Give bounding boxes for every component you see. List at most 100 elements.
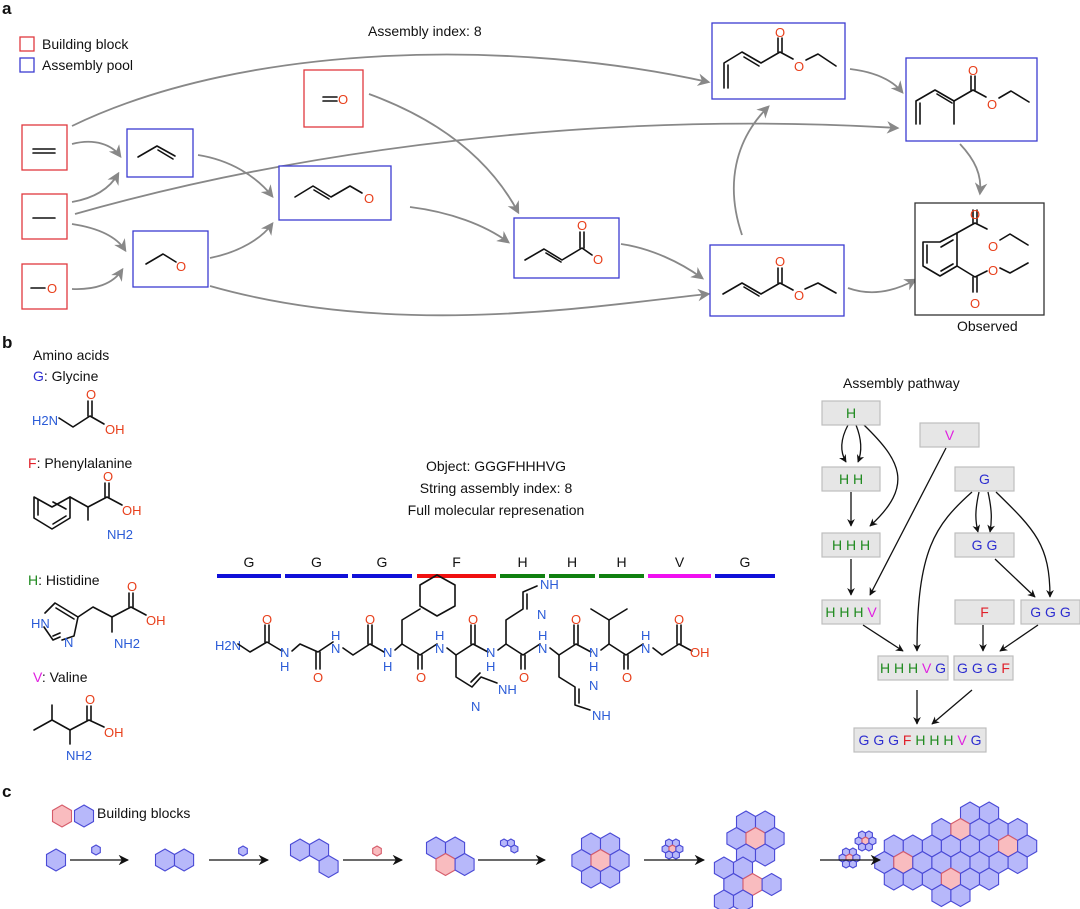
arrow-carbonyl-to-butenoate xyxy=(368,93,520,215)
sequence-letter: G xyxy=(311,554,322,570)
pool-butenol: O xyxy=(278,165,392,221)
atom-oxygen: O xyxy=(970,296,980,311)
arrow-propene-to-butenol xyxy=(197,154,274,198)
arrow-dienoate-to-methyl-dienoate xyxy=(849,68,904,94)
atom-oxygen: O xyxy=(85,692,95,707)
amino-acid-phenylalanine: F: Phenylalanine O OH NH2 xyxy=(28,455,142,542)
atom-oxygen: O xyxy=(794,59,804,74)
atom-nitrogen: N xyxy=(383,645,392,660)
amino-acid-label: G: Glycine xyxy=(33,368,99,384)
observed-diethyl-phthalate: O O O O xyxy=(914,202,1045,316)
sequence-bar xyxy=(549,574,595,578)
atom-amine: H2N xyxy=(32,413,58,428)
pathway-node-text: G G G F xyxy=(957,660,1010,676)
atom-oxygen: O xyxy=(571,612,581,627)
panel-label-a: a xyxy=(2,0,12,18)
atom-nitrogen: N xyxy=(589,645,598,660)
atom-oxygen: O xyxy=(987,97,997,112)
arrow-methanol-to-ethanol xyxy=(71,267,124,290)
sequence-letter: G xyxy=(244,554,255,570)
amino-acid-histidine: H: Histidine HN N O OH NH2 xyxy=(28,572,166,651)
hexagon-blue xyxy=(154,848,176,872)
pathway-node-text: H H xyxy=(839,471,863,487)
atom-oxygen: O xyxy=(970,207,980,222)
pathway-node-ggg: G G G xyxy=(1020,599,1080,625)
hexagon-blue xyxy=(902,867,923,891)
pathway-node-text: H H H xyxy=(832,537,870,553)
atom-oxygen: O xyxy=(988,239,998,254)
sequence-bar xyxy=(285,574,348,578)
sequence-bar xyxy=(352,574,412,578)
hexagon-blue xyxy=(841,859,851,869)
arrow-methyl-dienoate-to-observed xyxy=(959,143,988,196)
atom-hydrogen: H xyxy=(486,659,495,674)
hexagon-blue xyxy=(173,848,195,872)
atom-nitrogen: NH xyxy=(498,682,517,697)
assembly-arrows xyxy=(71,53,988,317)
arrow-butenoate-to-ethyl-butenoate xyxy=(620,243,705,280)
sequence-bar xyxy=(599,574,644,578)
atom-nitrogen: N xyxy=(435,641,444,656)
sequence-bar xyxy=(648,574,711,578)
peptide-structure: H2N O N H O H N O N H O H N xyxy=(215,574,710,723)
pool-propene xyxy=(126,128,194,178)
legend-a: Building block Assembly pool xyxy=(19,36,133,73)
arrow-ethanol-to-butenol xyxy=(209,221,274,259)
pathway-node-g: G xyxy=(954,466,1015,492)
pathway-node-gg: G G xyxy=(954,532,1015,558)
legend-hexagon-blue xyxy=(73,804,95,828)
hexagon-assembly xyxy=(45,801,1038,909)
sequence-bar xyxy=(417,574,496,578)
hexagon-blue xyxy=(848,859,857,869)
hexagon-blue xyxy=(732,889,754,909)
atom-nitrogen: N xyxy=(589,678,598,693)
hexagon-blue xyxy=(761,872,782,897)
atom-hydroxyl: OH xyxy=(146,613,166,628)
legend-swatch-assembly-pool xyxy=(19,57,35,73)
atom-nitrogen: NH xyxy=(592,708,611,723)
pathway-node-text: V xyxy=(945,427,955,443)
amino-acid-label: F: Phenylalanine xyxy=(28,455,133,471)
arrow-butenol-to-butenoate xyxy=(409,206,511,244)
pool-ethyl-butenoate: O O xyxy=(709,244,845,317)
atom-hydroxyl: OH xyxy=(105,422,125,437)
atom-nitrogen: N xyxy=(331,641,340,656)
pool-butenoate: O O xyxy=(513,217,620,279)
atom-hydrogen: H xyxy=(383,659,392,674)
atom-hydrogen: H xyxy=(331,628,340,643)
atom-oxygen: O xyxy=(968,63,978,78)
representation-line: Full molecular represenation xyxy=(408,502,585,518)
hexagon-blue xyxy=(499,838,509,848)
sequence-bar xyxy=(217,574,281,578)
building-block-ethane xyxy=(21,193,68,240)
arrow-ethane-to-ethanol xyxy=(71,223,127,253)
atom-oxygen: O xyxy=(622,670,632,685)
legend-hexagon-red xyxy=(51,804,73,828)
atom-nitrogen: N xyxy=(471,699,480,714)
atom-hydrogen: H xyxy=(435,628,444,643)
atom-nitrogen: NH xyxy=(540,577,559,592)
building-block-ethene xyxy=(21,124,68,171)
pathway-node-text: F xyxy=(980,604,989,620)
atom-amine: H2N xyxy=(215,638,241,653)
sequence-bar xyxy=(500,574,545,578)
atom-oxygen: O xyxy=(262,612,272,627)
hexagon-blue xyxy=(510,844,519,854)
pathway-node-text: G G G xyxy=(1030,604,1070,620)
amino-acid-glycine: G: Glycine H2N O OH xyxy=(32,368,125,437)
pathway-node-f: F xyxy=(954,599,1015,625)
panel-a: a Assembly index: 8 Building block Assem… xyxy=(2,0,1045,334)
atom-oxygen: O xyxy=(416,670,426,685)
hexagon-blue xyxy=(454,852,475,877)
atom-amine: NH2 xyxy=(114,636,140,651)
atom-oxygen: O xyxy=(47,281,57,296)
pool-methyl-ethyl-dienoate: O O xyxy=(905,57,1038,142)
hexagon-blue xyxy=(864,842,873,852)
hexagon-blue xyxy=(318,854,339,879)
atom-oxygen: O xyxy=(365,612,375,627)
atom-oxygen: O xyxy=(577,218,587,233)
hexagon-blue xyxy=(671,850,680,860)
